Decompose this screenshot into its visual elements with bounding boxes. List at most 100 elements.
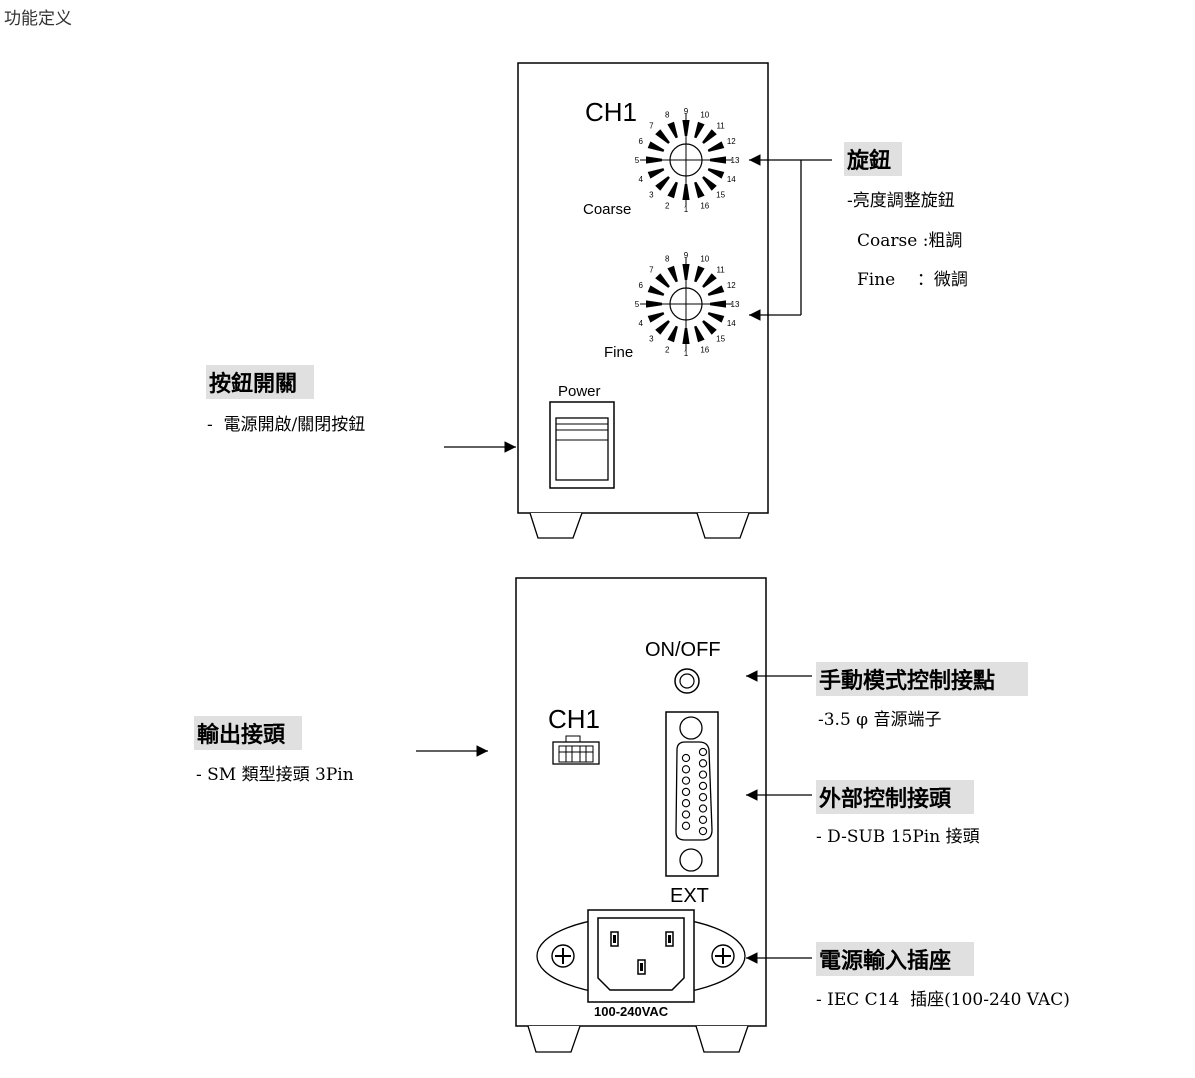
back-channel-label: CH1 bbox=[548, 704, 600, 734]
fine-dial-number-15: 15 bbox=[716, 335, 725, 344]
coarse-dial-number-11: 11 bbox=[716, 121, 725, 130]
coarse-dial-tick-12 bbox=[707, 141, 725, 152]
back-panel: ON/OFF CH1 EXT bbox=[515, 577, 767, 1053]
coarse-dial-number-12: 12 bbox=[727, 137, 736, 146]
coarse-dial-number-8: 8 bbox=[665, 111, 670, 120]
fine-dial-tick-6 bbox=[647, 285, 665, 296]
dsub-pin bbox=[681, 821, 691, 830]
dsub-pin bbox=[681, 765, 691, 774]
fine-dial-number-8: 8 bbox=[665, 255, 670, 264]
knob-desc: -亮度調整旋鈕 bbox=[847, 191, 955, 211]
coarse-dial-tick-15 bbox=[702, 176, 717, 191]
fine-dial-number-5: 5 bbox=[635, 300, 640, 309]
voltage-label: 100-240VAC bbox=[594, 1004, 669, 1019]
coarse-dial-number-15: 15 bbox=[716, 191, 725, 200]
fine-dial-tick-16 bbox=[694, 325, 705, 343]
fine-dial-number-3: 3 bbox=[649, 335, 654, 344]
coarse-dial-number-9: 9 bbox=[684, 107, 689, 116]
button-switch-title-box bbox=[206, 365, 314, 399]
dsub-pin bbox=[698, 781, 708, 791]
front-foot-left bbox=[529, 512, 583, 539]
dsub-pin bbox=[681, 799, 691, 808]
fine-dial-number-6: 6 bbox=[638, 281, 643, 290]
manual-contact-desc: -3.5 φ 音源端子 bbox=[818, 710, 942, 730]
coarse-dial-tick-7 bbox=[655, 129, 670, 144]
dsub-pin bbox=[698, 759, 708, 768]
power-label: Power bbox=[558, 383, 601, 400]
dsub-pin bbox=[681, 753, 691, 763]
onoff-label: ON/OFF bbox=[645, 639, 721, 661]
power-inlet-title-box bbox=[816, 942, 974, 976]
power-switch bbox=[549, 401, 615, 489]
fine-dial-number-2: 2 bbox=[665, 345, 670, 354]
ext-desc: - D-SUB 15Pin 接頭 bbox=[816, 827, 980, 847]
fine-dial-tick-4 bbox=[647, 312, 665, 323]
button-switch-desc: - 電源開啟/關閉按鈕 bbox=[207, 415, 365, 435]
dsub-pin bbox=[681, 776, 691, 785]
fine-dial-tick-7 bbox=[655, 273, 670, 288]
ext-title-box bbox=[816, 780, 974, 814]
power-inlet-desc: - IEC C14 插座(100-240 VAC) bbox=[816, 990, 1070, 1010]
knob-fine-line: Fine ：微調 bbox=[857, 270, 968, 290]
page-title: 功能定义 bbox=[4, 9, 72, 29]
coarse-dial-number-10: 10 bbox=[700, 111, 709, 120]
audio-jack bbox=[674, 668, 700, 694]
coarse-dial-number-2: 2 bbox=[665, 201, 670, 210]
fine-dial-tick-10 bbox=[694, 265, 705, 283]
fine-dial-number-13: 13 bbox=[731, 300, 740, 309]
coarse-dial-number-6: 6 bbox=[638, 137, 643, 146]
coarse-dial-tick-2 bbox=[667, 181, 678, 199]
fine-dial-tick-3 bbox=[655, 320, 670, 335]
fine-dial-number-7: 7 bbox=[649, 265, 654, 274]
knob-coarse-line: Coarse :粗調 bbox=[857, 231, 962, 251]
coarse-dial-tick-4 bbox=[647, 168, 665, 179]
coarse-dial-number-5: 5 bbox=[635, 156, 640, 165]
coarse-dial-number-4: 4 bbox=[638, 175, 643, 184]
fine-dial-number-10: 10 bbox=[700, 255, 709, 264]
front-channel-label: CH1 bbox=[585, 97, 637, 127]
coarse-dial-number-16: 16 bbox=[700, 201, 709, 210]
fine-dial-tick-8 bbox=[667, 265, 678, 283]
fine-dial-number-4: 4 bbox=[638, 319, 643, 328]
coarse-dial-tick-6 bbox=[647, 141, 665, 152]
coarse-dial-number-3: 3 bbox=[649, 191, 654, 200]
fine-dial-tick-11 bbox=[702, 273, 717, 288]
fine-dial-tick-2 bbox=[667, 325, 678, 343]
dsub-pin bbox=[681, 810, 691, 819]
fine-dial-number-12: 12 bbox=[727, 281, 736, 290]
coarse-dial-tick-8 bbox=[667, 121, 678, 139]
fine-dial-tick-12 bbox=[707, 285, 725, 296]
output-desc: - SM 類型接頭 3Pin bbox=[196, 765, 354, 785]
fine-dial-tick-15 bbox=[702, 320, 717, 335]
front-foot-right bbox=[696, 512, 750, 539]
manual-contact-title: 手動模式控制接點 bbox=[819, 668, 995, 694]
output-title: 輸出接頭 bbox=[197, 722, 286, 748]
dsub-pin bbox=[698, 793, 708, 802]
coarse-label: Coarse bbox=[583, 201, 631, 218]
sm-connector bbox=[552, 735, 600, 765]
button-switch-title: 按鈕開關 bbox=[209, 371, 297, 397]
fine-dial-number-11: 11 bbox=[716, 265, 725, 274]
back-foot-left bbox=[527, 1025, 581, 1053]
fine-dial-number-1: 1 bbox=[684, 349, 689, 358]
output-title-box bbox=[194, 716, 302, 750]
fine-dial-number-14: 14 bbox=[727, 319, 736, 328]
fine-label: Fine bbox=[604, 344, 633, 361]
manual-contact-title-box bbox=[816, 662, 1028, 696]
coarse-dial-tick-14 bbox=[707, 168, 725, 179]
fine-dial-tick-14 bbox=[707, 312, 725, 323]
dsub-pin bbox=[698, 815, 708, 824]
dsub-pin bbox=[681, 787, 691, 797]
coarse-dial-number-7: 7 bbox=[649, 121, 654, 130]
fine-dial-number-16: 16 bbox=[700, 345, 709, 354]
dsub-pin bbox=[698, 770, 708, 779]
coarse-dial-tick-11 bbox=[702, 129, 717, 144]
coarse-dial-tick-16 bbox=[694, 181, 705, 199]
dsub-pin bbox=[698, 826, 708, 836]
ext-label: EXT bbox=[670, 885, 709, 907]
knob-title-box bbox=[844, 142, 902, 176]
